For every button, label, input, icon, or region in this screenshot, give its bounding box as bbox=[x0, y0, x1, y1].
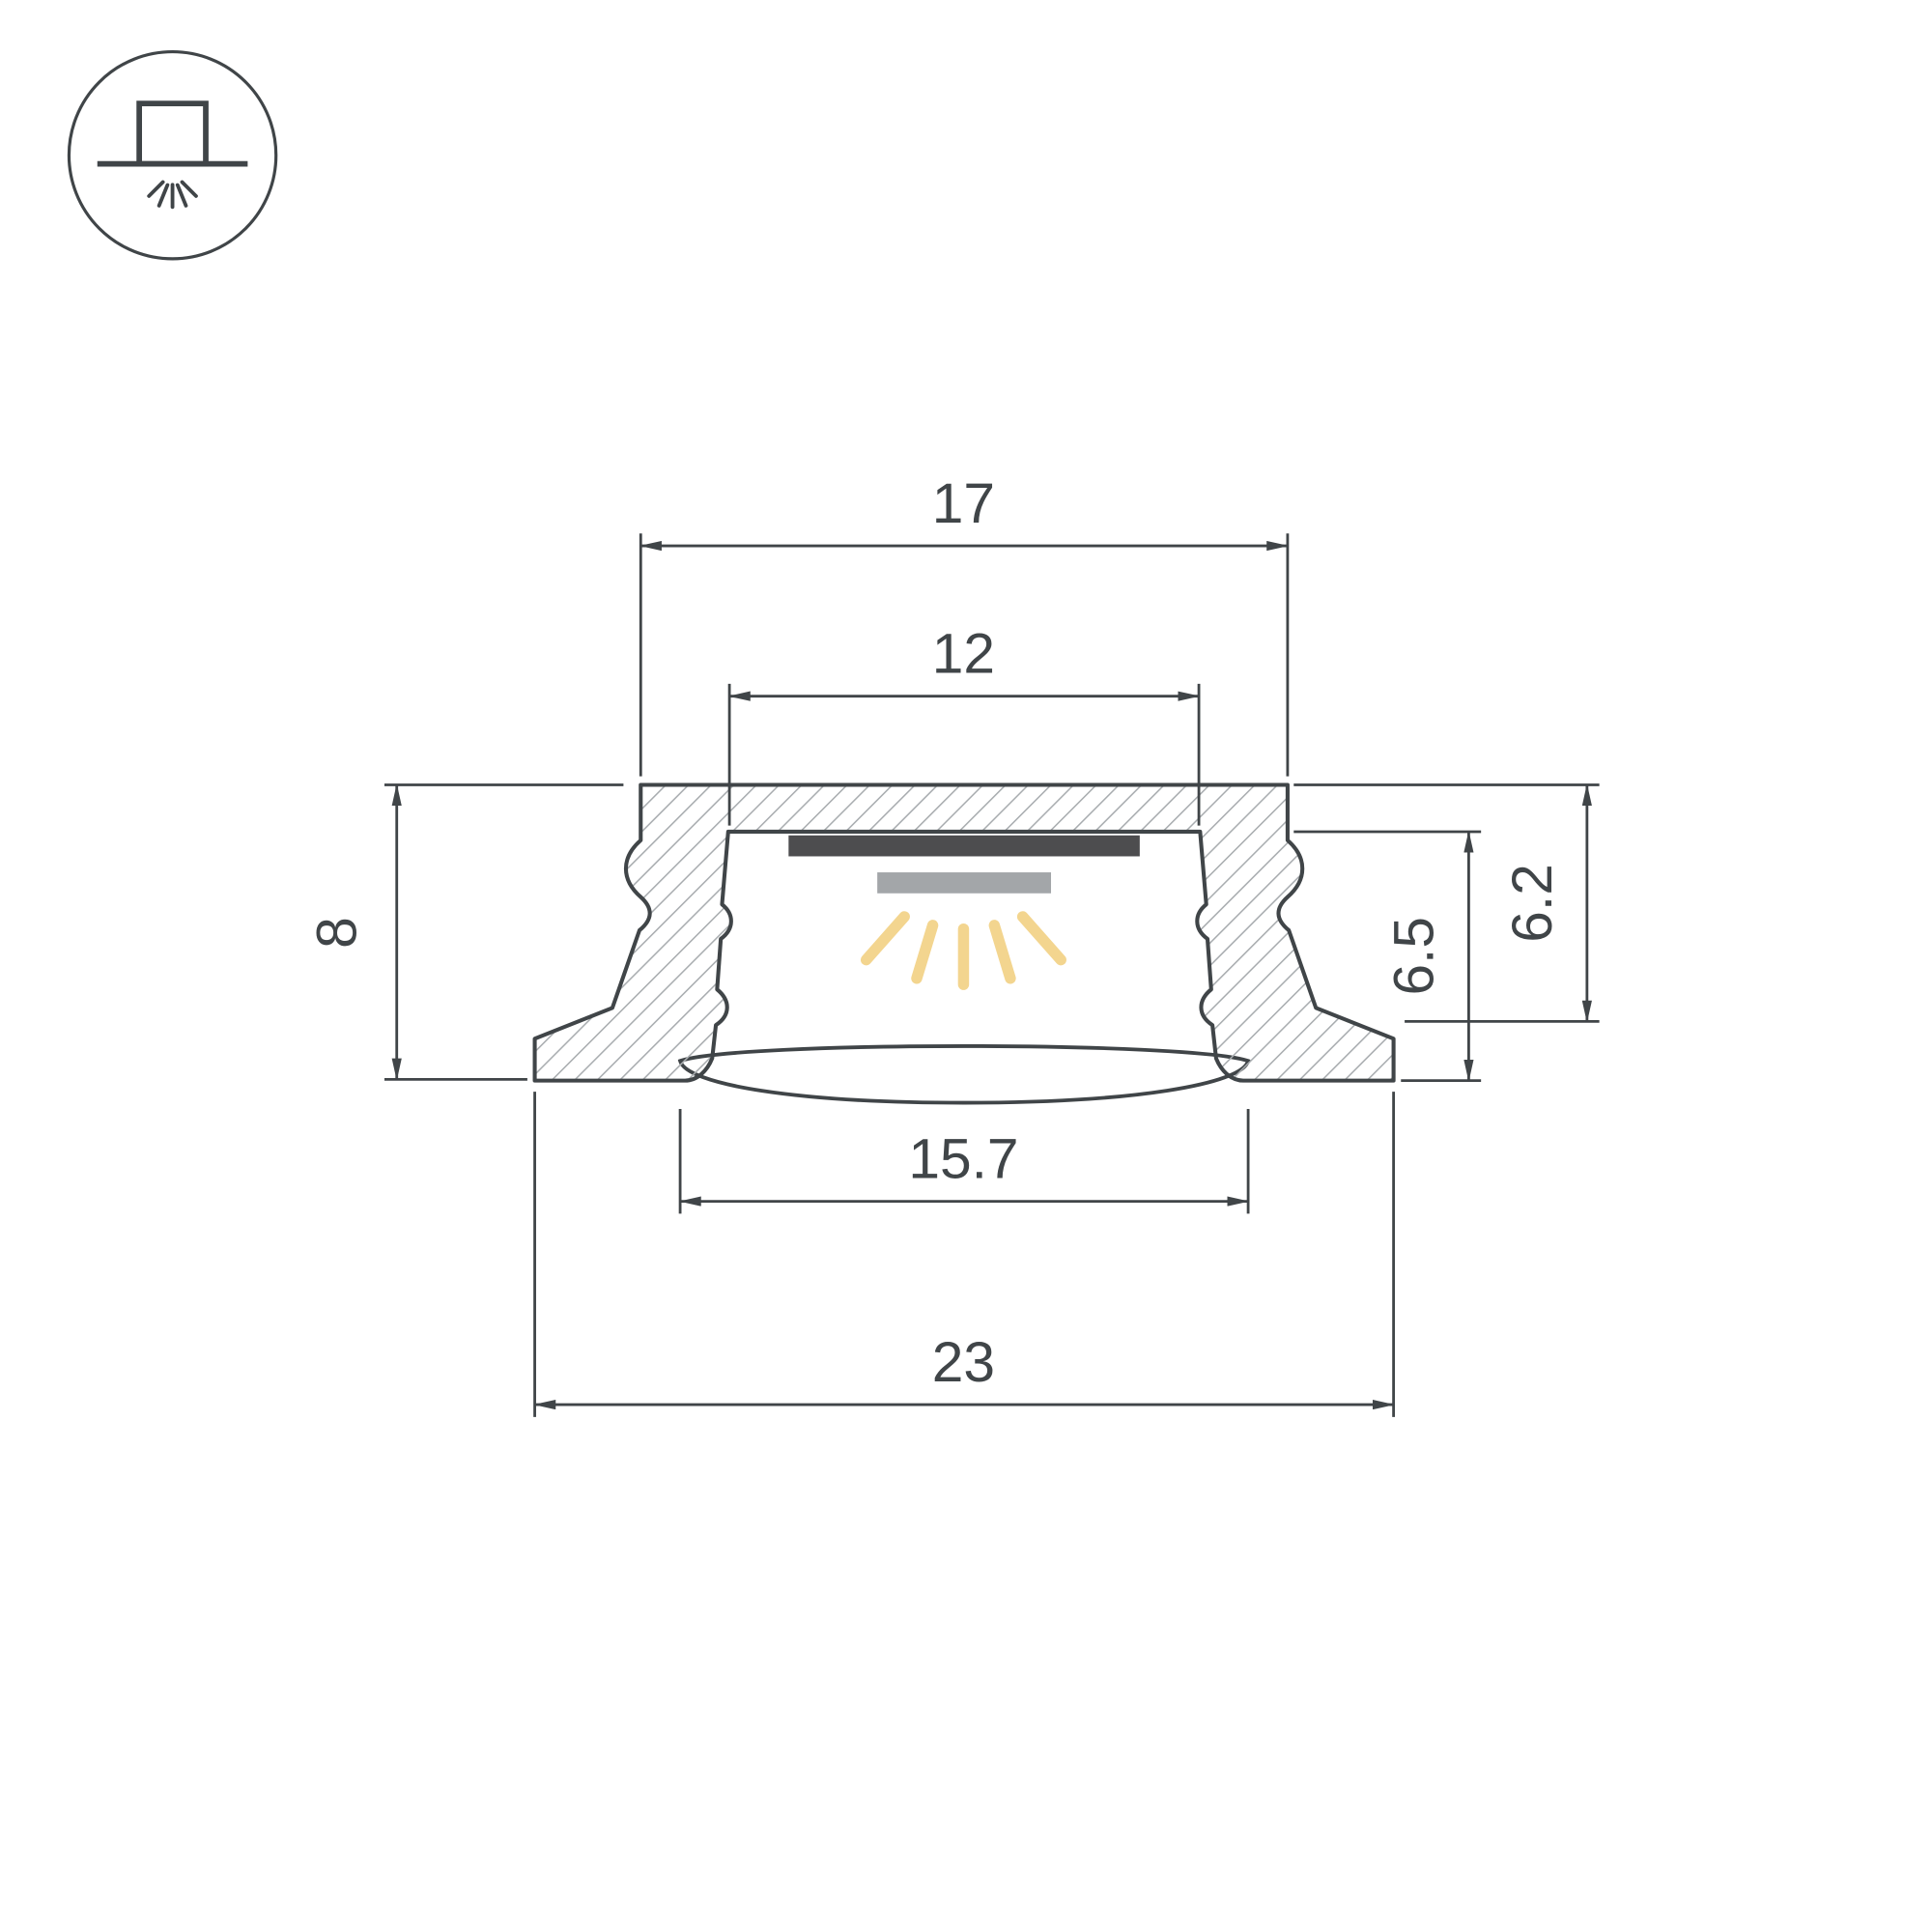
dimension-inner-width: 12 bbox=[727, 622, 1201, 826]
dimension-label-side-height: 8 bbox=[306, 917, 369, 949]
dimension-overall-width: 23 bbox=[533, 1092, 1396, 1417]
dimension-bottom-opening: 15.7 bbox=[678, 1108, 1250, 1214]
profile-cross-section bbox=[518, 777, 1417, 1105]
led-module-bar bbox=[877, 872, 1052, 894]
dimension-label-overall-width: 23 bbox=[932, 1331, 995, 1394]
icon-light-rays bbox=[147, 180, 198, 210]
icon-circle bbox=[67, 49, 278, 261]
dimension-label-flange-depth: 6.2 bbox=[1501, 864, 1564, 943]
dimension-inner-depth: 6.5 bbox=[1293, 830, 1482, 1083]
dimension-label-top-width: 17 bbox=[932, 472, 995, 535]
dimension-label-inner-width: 12 bbox=[932, 622, 995, 685]
dimension-label-bottom-opening: 15.7 bbox=[908, 1127, 1018, 1190]
recessed-light-icon bbox=[67, 49, 278, 261]
light-rays bbox=[860, 911, 1066, 990]
dimension-top-width: 17 bbox=[639, 472, 1290, 777]
icon-fixture-box bbox=[136, 100, 209, 167]
dimension-side-height: 8 bbox=[306, 783, 624, 1081]
led-pcb-bar bbox=[788, 835, 1140, 857]
diffuser-lens bbox=[677, 1044, 1251, 1105]
dimension-label-inner-depth: 6.5 bbox=[1382, 917, 1445, 996]
dimension-flange-depth: 6.2 bbox=[1293, 783, 1600, 1023]
